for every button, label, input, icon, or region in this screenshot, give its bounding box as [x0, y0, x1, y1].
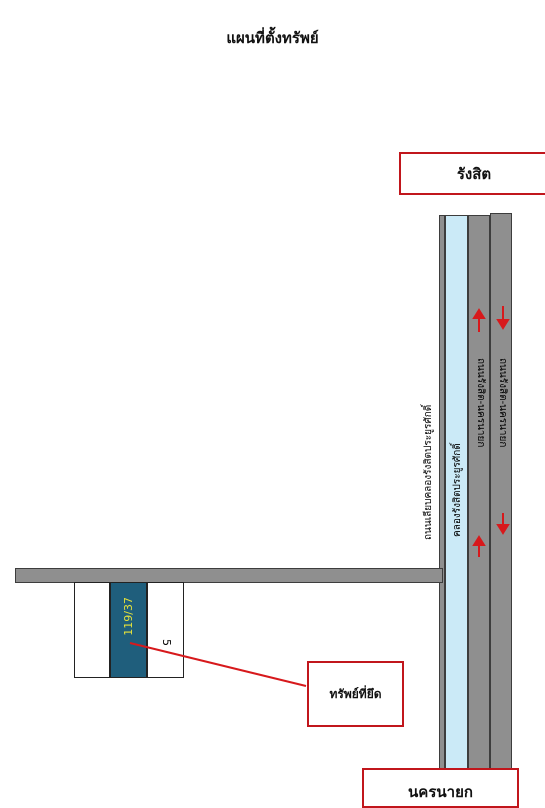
- side-road-label: ถนนเลียบคลองรังสิตประยูรศักดิ์: [423, 404, 434, 540]
- property-parcel: 119/37: [110, 582, 147, 678]
- road-lane-2: [490, 213, 512, 773]
- road-lane-2-label: ถนนรังสิต-นครนายก: [497, 358, 508, 448]
- adjacent-lot-left: [74, 582, 110, 678]
- road-lane-1-label: ถนนรังสิต-นครนายก: [475, 358, 486, 448]
- north-destination-label: รังสิต: [399, 152, 545, 195]
- canal-label: คลองรังสิตประยูรศักดิ์: [452, 443, 463, 537]
- map-title: แผนที่ตั้งทรัพย์: [226, 29, 319, 47]
- road-lane-1: [468, 215, 490, 773]
- adjacent-lot-right: 5: [147, 582, 184, 678]
- parcel-number: 119/37: [122, 597, 135, 636]
- soi-road: [15, 568, 443, 583]
- neighbor-number: 5: [160, 639, 173, 646]
- south-destination-label: นครนายก: [362, 768, 519, 808]
- property-label: ทรัพย์ที่ยึด: [307, 661, 404, 727]
